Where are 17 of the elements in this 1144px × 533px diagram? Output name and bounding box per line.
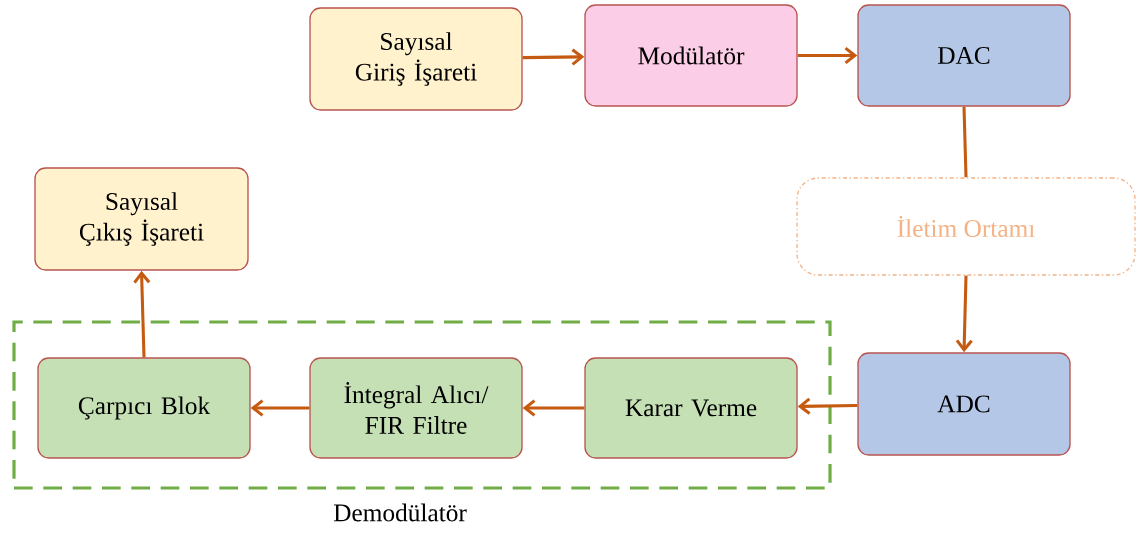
process-box: Sayısal Çıkış İşareti <box>34 167 249 271</box>
arrow <box>797 46 858 65</box>
process-box: Sayısal Giriş İşareti <box>309 7 523 111</box>
arrow <box>522 48 585 66</box>
process-box: ADC <box>857 352 1071 456</box>
process-box: Modülatör <box>584 4 798 107</box>
arrow <box>133 270 151 358</box>
arrow <box>250 399 310 417</box>
group-label: Demodülatör <box>333 503 467 522</box>
process-box: Çarpıcı Blok <box>37 357 251 459</box>
process-box: DAC <box>857 4 1071 107</box>
process-box: İntegral Alıcı/ FIR Filtre <box>309 357 523 459</box>
medium-cloud: İletim Ortamı <box>796 177 1136 276</box>
process-box: Karar Verme <box>584 357 798 459</box>
arrow <box>797 397 858 415</box>
arrow <box>955 275 973 353</box>
arrow <box>522 399 585 417</box>
